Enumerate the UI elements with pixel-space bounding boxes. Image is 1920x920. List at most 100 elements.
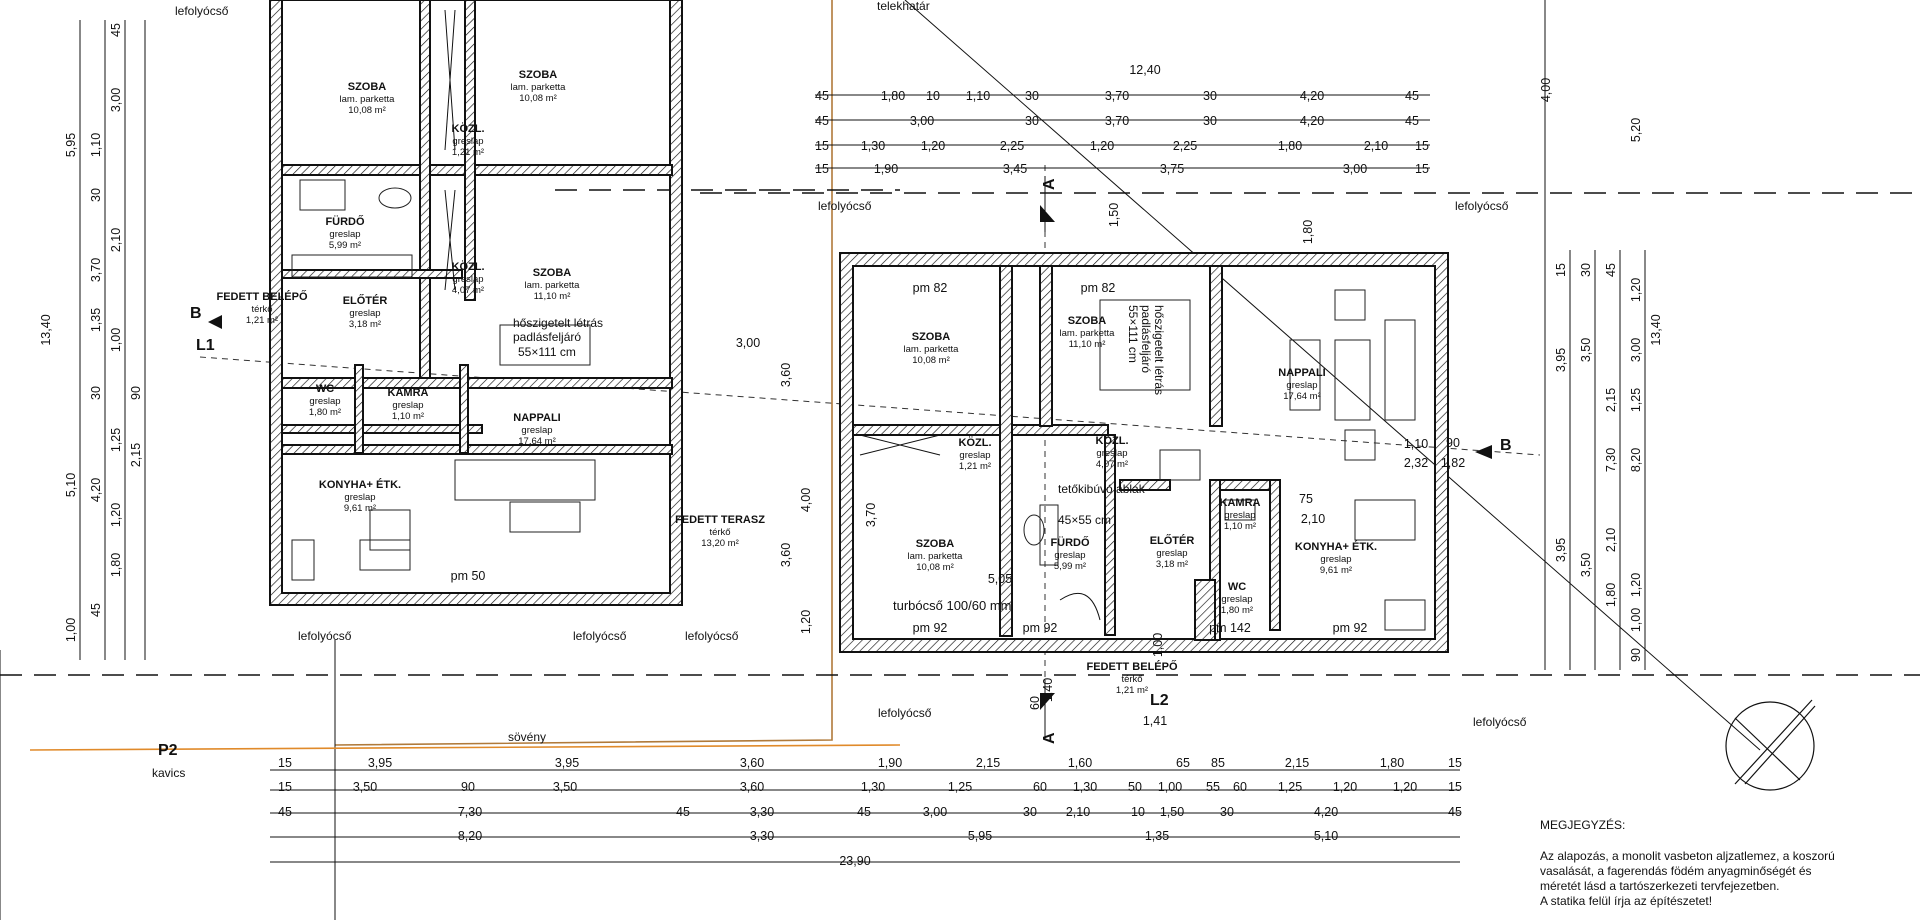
svg-text:3,50: 3,50	[553, 780, 577, 794]
svg-text:1,80: 1,80	[1301, 220, 1315, 244]
svg-text:2,10: 2,10	[1364, 139, 1388, 153]
right-house	[839, 252, 1449, 653]
svg-text:1,80 m²: 1,80 m²	[309, 407, 341, 418]
svg-text:2,10: 2,10	[109, 228, 123, 252]
general-labels: telekhatár sövény lefolyócső lefolyócső …	[152, 0, 1527, 780]
svg-text:1,20: 1,20	[109, 503, 123, 527]
svg-text:10,08 m²: 10,08 m²	[519, 93, 557, 104]
svg-text:NAPPALI: NAPPALI	[1278, 367, 1325, 379]
svg-text:10,08 m²: 10,08 m²	[916, 562, 954, 573]
note-line-2: vasalását, a fagerendás födém anyagminős…	[1540, 864, 1812, 878]
north-arrow	[1725, 699, 1816, 791]
svg-text:térkő: térkő	[709, 527, 730, 538]
svg-text:2,15: 2,15	[1285, 756, 1309, 770]
svg-text:1,10 m²: 1,10 m²	[392, 411, 424, 422]
svg-text:30: 30	[1025, 114, 1039, 128]
section-markers	[208, 176, 1492, 740]
svg-text:45: 45	[1405, 89, 1419, 103]
lefolyocso-label-4: lefolyócső	[298, 629, 352, 643]
svg-text:greslap: greslap	[959, 450, 990, 461]
kavics-label: kavics	[152, 766, 185, 780]
svg-text:lam. parketta: lam. parketta	[908, 551, 964, 562]
svg-text:85: 85	[1211, 756, 1225, 770]
svg-text:5,95: 5,95	[968, 829, 992, 843]
svg-text:30: 30	[1203, 114, 1217, 128]
dim-top-total: 12,40	[1129, 63, 1160, 77]
svg-text:3,00: 3,00	[910, 114, 934, 128]
svg-text:SZOBA: SZOBA	[519, 69, 558, 81]
svg-text:30: 30	[1203, 89, 1217, 103]
note-title: MEGJEGYZÉS:	[1540, 818, 1626, 832]
svg-text:1,80: 1,80	[881, 89, 905, 103]
hoszig-line3: 55×111 cm	[518, 345, 576, 359]
svg-text:1,50: 1,50	[1160, 805, 1184, 819]
svg-text:greslap: greslap	[1286, 380, 1317, 391]
l1-label: L1	[196, 337, 215, 354]
section-a-bottom-label: A	[1041, 732, 1058, 744]
svg-text:90: 90	[461, 780, 475, 794]
svg-text:30: 30	[89, 386, 103, 400]
note-line-3: méretét lásd a tartószerkezeti tervfejez…	[1540, 879, 1780, 893]
svg-text:8,20: 8,20	[458, 829, 482, 843]
svg-text:1,50: 1,50	[1107, 203, 1121, 227]
svg-text:3,50: 3,50	[1579, 553, 1593, 577]
svg-text:1,30: 1,30	[1073, 780, 1097, 794]
section-a-bottom-marker	[1040, 693, 1055, 710]
dimension-lines	[79, 0, 1646, 863]
svg-text:2,10: 2,10	[1066, 805, 1090, 819]
dim-bottom-total: 23,90	[839, 854, 870, 868]
svg-text:4,07 m²: 4,07 m²	[1096, 459, 1128, 470]
svg-text:SZOBA: SZOBA	[348, 81, 387, 93]
svg-text:11,10 m²: 11,10 m²	[1069, 339, 1106, 350]
section-b-left-label: B	[190, 305, 202, 322]
svg-text:FEDETT BELÉPŐ: FEDETT BELÉPŐ	[216, 290, 308, 303]
svg-text:NAPPALI: NAPPALI	[513, 412, 560, 424]
svg-text:1,80: 1,80	[1604, 583, 1618, 607]
svg-text:1,10: 1,10	[1404, 437, 1428, 451]
pm50-label: pm 50	[451, 569, 486, 583]
svg-text:30: 30	[1023, 805, 1037, 819]
svg-text:SZOBA: SZOBA	[533, 267, 572, 279]
svg-text:1,80 m²: 1,80 m²	[1221, 605, 1253, 616]
svg-text:75: 75	[1299, 492, 1313, 506]
section-a-top-marker	[1040, 205, 1055, 222]
svg-text:3,70: 3,70	[89, 258, 103, 282]
tetokibuvo-label: tetőkibúvó ablak	[1058, 482, 1146, 496]
svg-text:15: 15	[278, 756, 292, 770]
svg-text:1,25: 1,25	[948, 780, 972, 794]
svg-text:greslap: greslap	[329, 229, 360, 240]
svg-text:3,95: 3,95	[1554, 538, 1568, 562]
svg-text:15: 15	[1448, 756, 1462, 770]
hoszig-line2: padlásfeljáró	[513, 330, 581, 344]
svg-text:45: 45	[815, 114, 829, 128]
svg-text:2,25: 2,25	[1173, 139, 1197, 153]
lefolyocso-label-8: lefolyócső	[1473, 715, 1527, 729]
svg-text:3,30: 3,30	[750, 829, 774, 843]
svg-text:1,25: 1,25	[1629, 388, 1643, 412]
svg-text:1,10: 1,10	[89, 133, 103, 157]
svg-text:1,35: 1,35	[1145, 829, 1169, 843]
svg-text:greslap: greslap	[452, 274, 483, 285]
svg-text:1,90: 1,90	[874, 162, 898, 176]
svg-text:1,20: 1,20	[1629, 573, 1643, 597]
svg-text:2,32: 2,32	[1404, 456, 1428, 470]
svg-text:greslap: greslap	[452, 136, 483, 147]
svg-text:3,00: 3,00	[736, 336, 760, 350]
svg-text:5,10: 5,10	[1314, 829, 1338, 843]
svg-text:KÖZL.: KÖZL.	[959, 436, 992, 449]
svg-text:2,15: 2,15	[129, 443, 143, 467]
svg-text:greslap: greslap	[349, 308, 380, 319]
svg-text:SZOBA: SZOBA	[912, 331, 951, 343]
dim-bottom-row2: 15 3,50 90 3,50 3,60 1,30 1,25 60 1,30 5…	[278, 780, 1462, 794]
svg-text:3,50: 3,50	[353, 780, 377, 794]
svg-text:45: 45	[1604, 263, 1618, 277]
svg-text:45: 45	[815, 89, 829, 103]
svg-text:1,30: 1,30	[861, 139, 885, 153]
svg-text:1,80: 1,80	[109, 553, 123, 577]
